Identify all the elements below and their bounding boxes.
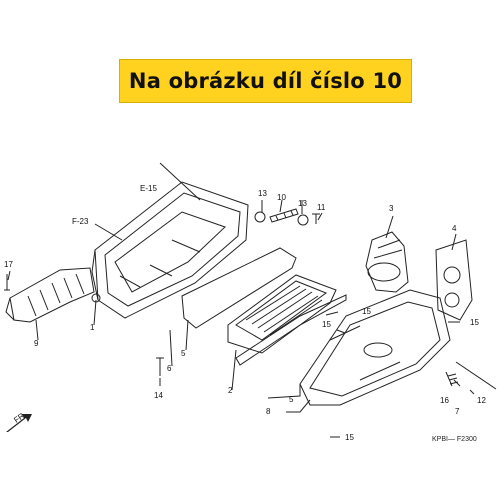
part-13-right: 13 — [298, 199, 307, 208]
part-8: 8 — [266, 407, 271, 416]
part-3: 3 — [389, 204, 394, 213]
part-15-b: 15 — [322, 320, 331, 329]
part-12: 12 — [477, 396, 486, 405]
banner-text: Na obrázku díl číslo 10 — [128, 69, 403, 93]
part-7: 7 — [455, 407, 460, 416]
gasket-lower — [235, 294, 347, 366]
ref-e15: E-15 — [140, 184, 157, 193]
part-14: 14 — [154, 391, 163, 400]
part-4: 4 — [452, 224, 457, 233]
part-6: 6 — [167, 364, 172, 373]
part-16: 16 — [440, 396, 449, 405]
part-5-upper: 5 — [181, 349, 186, 358]
part-5-lower: 5 — [289, 395, 294, 404]
bracket-4 — [435, 239, 473, 321]
part-17: 17 — [4, 260, 13, 269]
front-direction-arrow — [6, 414, 32, 432]
figure-code: KPBI— F2300 — [432, 436, 477, 443]
intake-duct — [5, 267, 95, 323]
part-10-tube — [269, 208, 299, 223]
part-13-left: 13 — [258, 189, 267, 198]
air-cleaner-cover — [299, 289, 451, 406]
pin-17 — [4, 274, 10, 291]
part-15-c: 15 — [470, 318, 479, 327]
connecting-tube — [365, 231, 409, 293]
part-11: 11 — [317, 203, 326, 212]
part-9: 9 — [34, 339, 39, 348]
fr-label: FR. — [12, 410, 28, 425]
air-element — [227, 274, 337, 354]
ref-f23: F-23 — [72, 217, 89, 226]
air-cleaner-case — [91, 181, 249, 319]
gasket-upper — [181, 247, 297, 329]
part-15-d: 15 — [345, 433, 354, 442]
part-15-a: 15 — [362, 307, 371, 316]
part-2: 2 — [228, 386, 233, 395]
part-1: 1 — [90, 323, 95, 332]
part-10: 10 — [277, 193, 286, 202]
title-banner: Na obrázku díl číslo 10 — [119, 59, 412, 103]
